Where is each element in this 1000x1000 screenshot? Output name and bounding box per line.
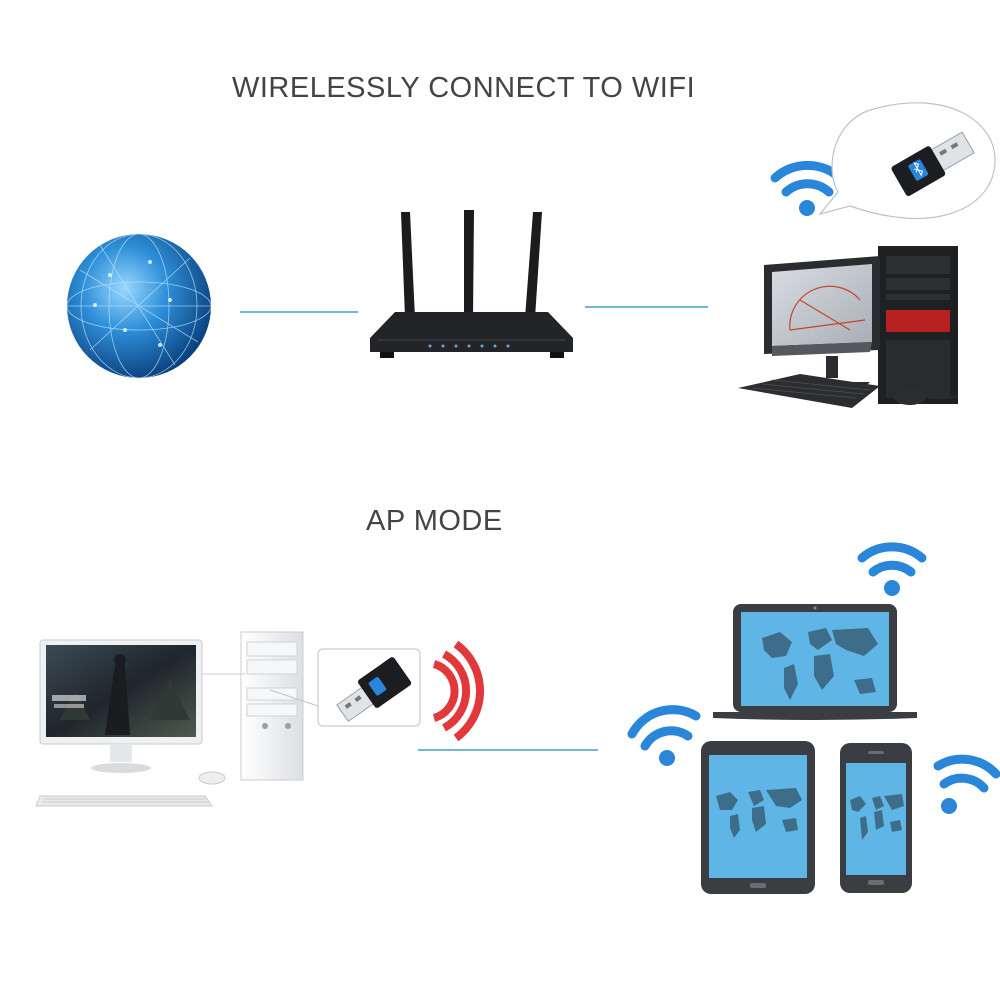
globe-icon [66, 233, 212, 379]
tablet-icon [701, 741, 815, 894]
broadcast-waves-icon [432, 640, 485, 742]
wifi-signal-icon [933, 754, 1000, 814]
section-title-client-mode: WIRELESSLY CONNECT TO WIFI [232, 72, 696, 104]
usb-wifi-adapter-icon [336, 657, 412, 723]
wifi-signal-icon [627, 705, 701, 766]
section-title-ap-mode: AP MODE [366, 505, 503, 537]
usb-wifi-adapter-callout [317, 648, 421, 727]
wifi-signal-icon [857, 542, 927, 596]
desktop-computer-icon [35, 631, 319, 807]
router-icon [370, 210, 573, 358]
desktop-computer-icon [738, 246, 959, 408]
usb-wifi-adapter-icon [891, 131, 975, 197]
laptop-icon [713, 604, 917, 720]
smartphone-icon [840, 743, 912, 893]
usb-wifi-adapter-callout [818, 102, 996, 220]
